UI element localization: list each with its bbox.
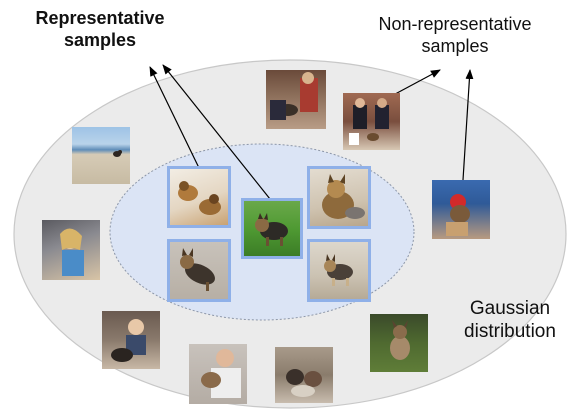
photo-dogs-on-couch	[275, 347, 333, 403]
photo-dog-costume	[432, 180, 490, 239]
rep-photo-yorkie-grass	[241, 198, 303, 259]
photo-beach-dog	[72, 127, 130, 184]
rep-photo-two-puppies	[167, 166, 231, 228]
arrow-to-rep-label-2	[162, 64, 271, 200]
arrow-to-rep-label-1	[149, 66, 201, 171]
rep-photo-yorkie-sitting	[307, 166, 371, 229]
photo-dog-on-grass	[370, 314, 428, 372]
photo-people-with-dog	[266, 70, 326, 129]
non-representative-samples-label: Non-representative samples	[378, 14, 532, 56]
photo-woman-car	[42, 220, 100, 280]
rep-photo-yorkie-carpet	[167, 239, 231, 302]
rep-photo-yorkie-running	[307, 239, 371, 302]
photo-dog-show	[343, 93, 400, 150]
representative-samples-label: Representative samples	[35, 8, 165, 50]
photo-child-dog	[102, 311, 160, 369]
photo-man-holding-dog	[189, 344, 247, 404]
arrow-to-nonrep-label-2	[462, 69, 474, 181]
gaussian-distribution-label: Gaussian distribution	[464, 298, 556, 342]
